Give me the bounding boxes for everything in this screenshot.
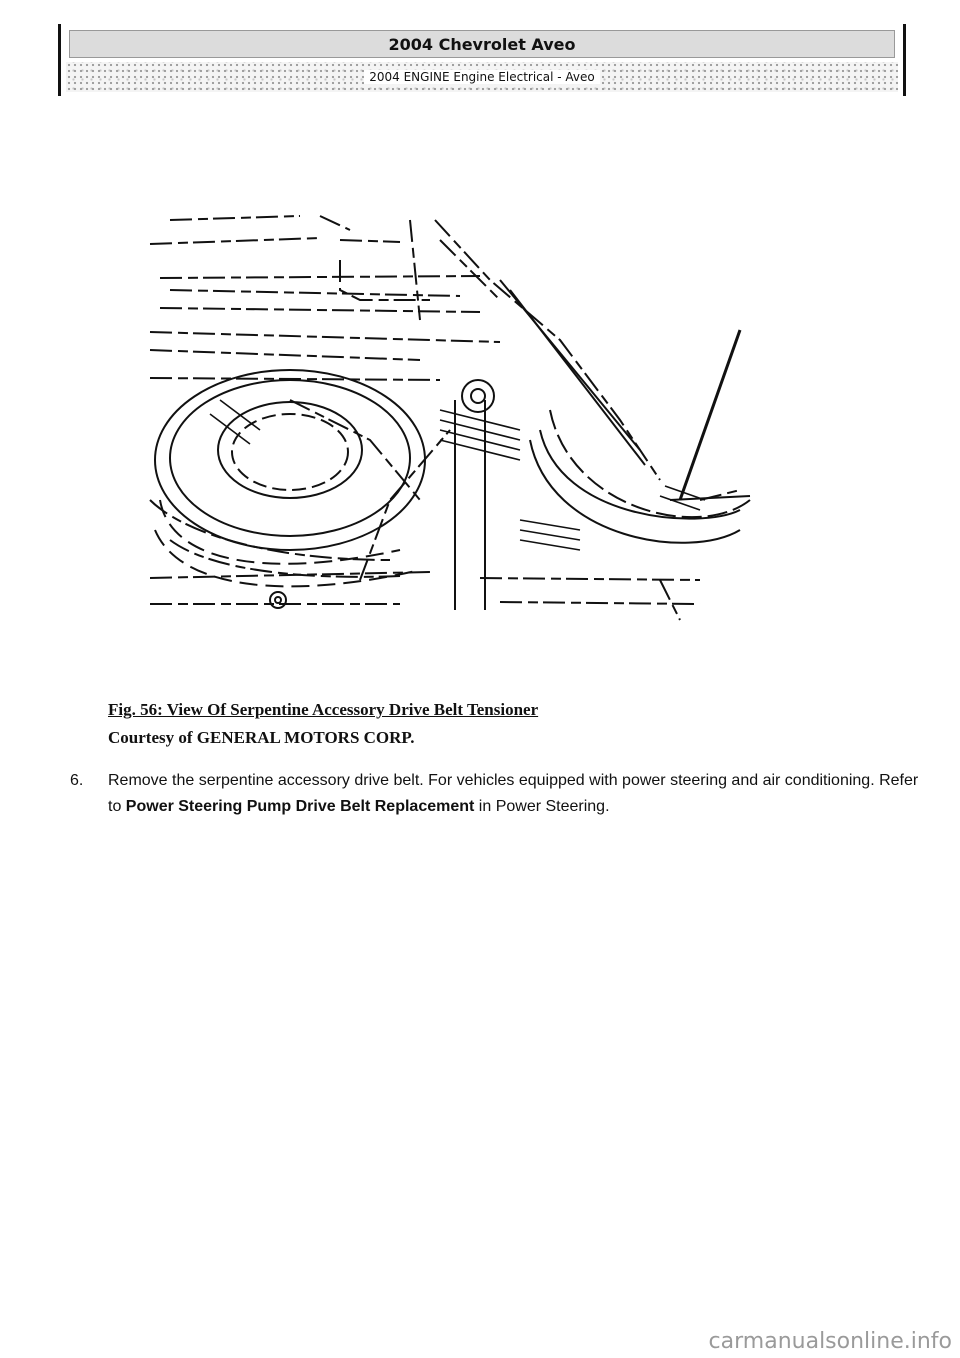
- step-text-part2: in Power Steering.: [474, 798, 610, 815]
- step-text-part1: Remove the serpentine accessory drive be…: [108, 772, 919, 815]
- document-header: 2004 Chevrolet Aveo: [58, 24, 906, 96]
- step-reference-link[interactable]: Power Steering Pump Drive Belt Replaceme…: [125, 798, 475, 815]
- figure-courtesy: Courtesy of GENERAL MOTORS CORP.: [108, 728, 415, 747]
- watermark: carmanualsonline.info: [708, 1329, 952, 1354]
- header-subtitle: 2004 ENGINE Engine Electrical - Aveo: [364, 70, 600, 84]
- figure-caption: Fig. 56: View Of Serpentine Accessory Dr…: [108, 700, 539, 719]
- header-subtitle-bar: 2004 ENGINE Engine Electrical - Aveo: [66, 62, 898, 92]
- header-title: 2004 Chevrolet Aveo: [69, 30, 895, 58]
- procedure-step: 6. Remove the serpentine accessory drive…: [70, 768, 920, 820]
- step-number: 6.: [70, 772, 84, 789]
- step-text: Remove the serpentine accessory drive be…: [108, 768, 920, 820]
- serpentine-belt-tensioner-illustration: [149, 215, 751, 621]
